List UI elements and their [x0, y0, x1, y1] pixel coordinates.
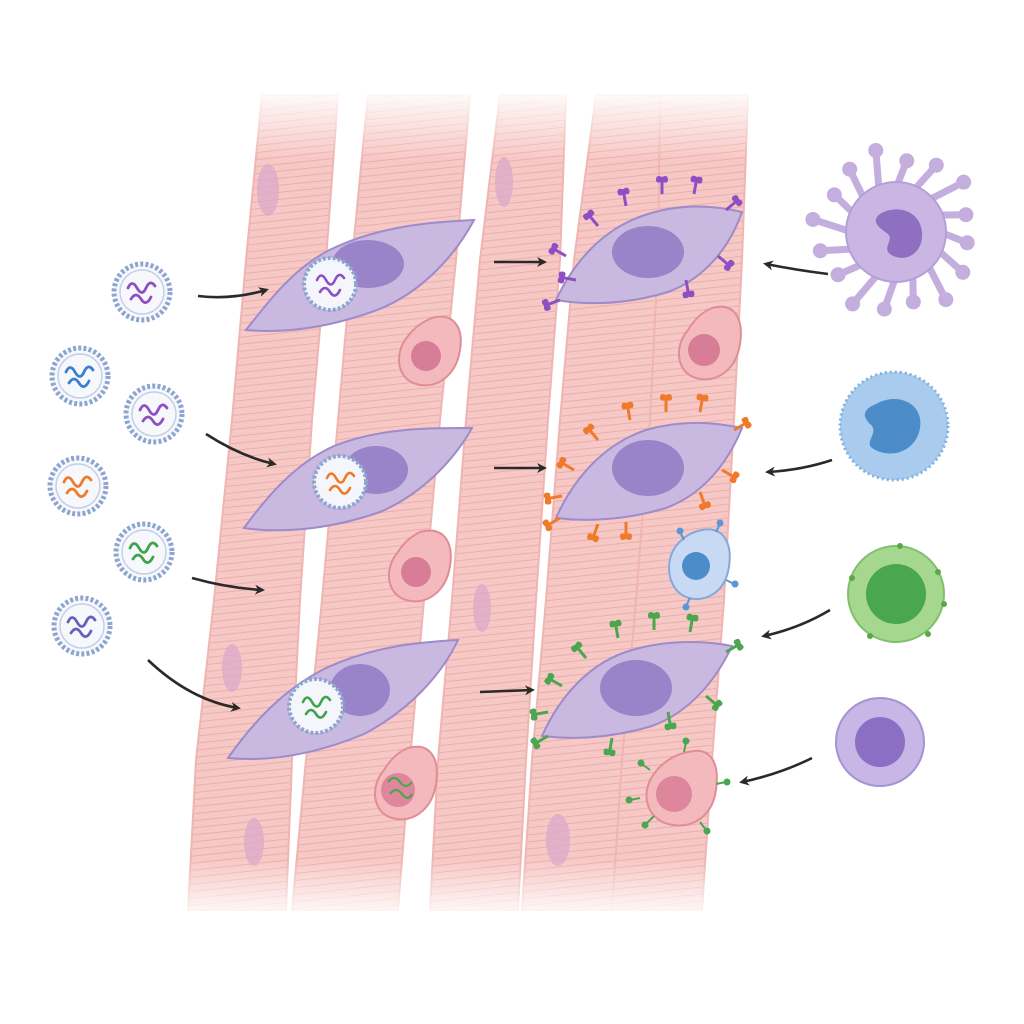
- small-cells: [373, 305, 742, 835]
- dendritic-cell: [805, 142, 975, 317]
- antigen-presenting-host-cell: [541, 175, 744, 311]
- surface-antigen-marker: [557, 271, 577, 284]
- nk-cell: [835, 697, 925, 787]
- processing-arrow: [479, 685, 535, 696]
- fiber-nucleus: [546, 814, 570, 866]
- fiber-nucleus: [495, 157, 513, 207]
- b-cell: [838, 370, 950, 482]
- loaded-host-cell: [244, 218, 476, 333]
- immune-cells: [805, 142, 975, 787]
- surface-antigen-marker: [544, 672, 563, 688]
- fiber-nucleus: [222, 644, 242, 692]
- recognition-arrow: [739, 756, 813, 786]
- surface-antigen-marker: [587, 523, 600, 543]
- loaded-host-cell: [226, 638, 460, 760]
- small-cell: [677, 305, 742, 381]
- lipid-nanoparticle: [51, 595, 113, 657]
- surface-antigen-marker: [603, 737, 616, 757]
- lipid-nanoparticle: [47, 455, 109, 517]
- small-cell-with-payload: [373, 745, 438, 821]
- surface-antigen-marker: [733, 416, 752, 432]
- presenting-cells: [529, 175, 752, 757]
- surface-antigen-marker: [696, 393, 709, 413]
- surface-antigen-marker: [656, 176, 668, 194]
- lipid-nanoparticle: [111, 261, 173, 323]
- uptake-arrow: [205, 432, 277, 468]
- surface-antigen-marker: [660, 394, 672, 412]
- loaded-host-cell: [242, 426, 474, 532]
- internalized-vesicle: [312, 454, 368, 510]
- fiber-nucleus: [257, 164, 279, 216]
- internalized-vesicle: [287, 677, 345, 735]
- surface-antigen-marker: [686, 613, 699, 633]
- surface-antigen-marker: [529, 708, 549, 721]
- fiber-nucleus: [473, 584, 491, 632]
- surface-antigen-marker: [682, 279, 695, 299]
- small-blue-cell: [668, 519, 739, 611]
- surface-antigen-marker: [725, 194, 743, 212]
- surface-antigen-marker: [717, 254, 735, 272]
- uptake-arrow: [147, 659, 241, 712]
- surface-antigen-marker: [530, 734, 549, 750]
- internalized-vesicle: [302, 256, 358, 312]
- surface-antigen-marker: [582, 209, 600, 227]
- uptake-arrow: [191, 576, 265, 595]
- uptake-arrow: [197, 287, 269, 299]
- small-cell-presenting: [625, 737, 731, 835]
- lipid-nanoparticle: [123, 383, 185, 445]
- t-cell: [847, 543, 947, 643]
- surface-antigen-marker: [690, 175, 703, 195]
- surface-antigen-marker: [721, 468, 740, 484]
- small-cell: [397, 315, 462, 387]
- arrows: [147, 257, 833, 786]
- surface-antigen-marker: [621, 401, 634, 421]
- recognition-arrow: [765, 458, 833, 477]
- surface-antigen-marker: [725, 638, 744, 654]
- surface-antigen-marker: [698, 491, 711, 511]
- surface-antigen-marker: [570, 641, 588, 659]
- surface-antigen-marker: [648, 612, 660, 630]
- fiber-nucleus: [244, 818, 264, 866]
- loaded-cells: [226, 218, 476, 760]
- recognition-arrow: [763, 260, 829, 276]
- surface-antigen-marker: [542, 516, 561, 532]
- vesicles: [47, 261, 185, 657]
- antigen-presenting-host-cell: [529, 612, 744, 757]
- lipid-nanoparticle: [49, 345, 111, 407]
- surface-antigen-marker: [617, 187, 630, 207]
- antigen-presenting-host-cell: [542, 393, 752, 543]
- small-cell: [387, 529, 452, 603]
- surface-antigen-marker: [541, 298, 561, 311]
- surface-antigen-marker: [543, 492, 563, 505]
- surface-antigen-marker: [556, 456, 575, 472]
- recognition-arrow: [761, 608, 831, 640]
- surface-antigen-marker: [620, 522, 632, 540]
- surface-antigen-marker: [548, 242, 567, 258]
- surface-antigen-marker: [582, 423, 600, 441]
- surface-antigen-marker: [705, 694, 723, 712]
- surface-antigen-marker: [609, 619, 622, 639]
- surface-antigen-marker: [664, 711, 677, 731]
- lipid-nanoparticle: [113, 521, 175, 583]
